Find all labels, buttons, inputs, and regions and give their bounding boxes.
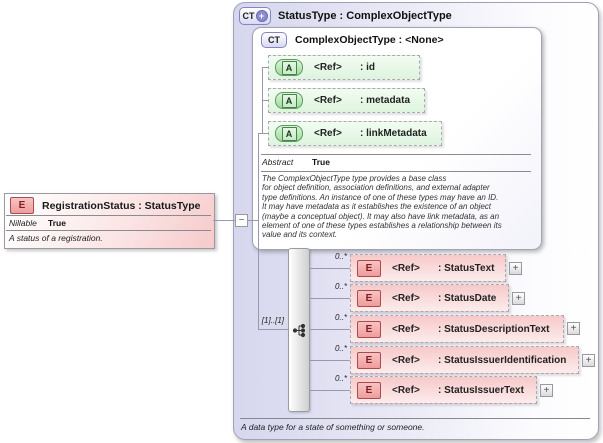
complex-type-icon: CT <box>261 32 287 48</box>
abstract-label: Abstract <box>262 157 294 167</box>
element-StatusDescriptionText[interactable]: E <Ref> : StatusDescriptionText <box>350 315 564 343</box>
attribute-ref: <Ref> <box>314 62 342 73</box>
attribute-linkMetadata[interactable]: A <Ref> : linkMetadata <box>268 121 442 146</box>
element-icon: E <box>357 320 381 338</box>
a-badge-label: A <box>281 93 297 108</box>
cardinality-label: 0..* <box>334 344 347 353</box>
attribute-name: : linkMetadata <box>360 128 427 139</box>
element-StatusText[interactable]: E <Ref> : StatusText <box>350 254 506 282</box>
connector-line <box>310 360 350 361</box>
nillable-value: True <box>48 218 66 228</box>
registrationstatus-description: A status of a registration. <box>9 233 103 243</box>
expand-button[interactable]: + <box>582 354 595 367</box>
sequence-cardinality: [1]..[1] <box>261 316 284 325</box>
attribute-icon: A <box>275 59 303 76</box>
attribute-icon: A <box>275 125 303 142</box>
base-type-description: The ComplexObjectType type provides a ba… <box>262 174 502 240</box>
connector-line <box>310 390 350 391</box>
connector-line <box>248 220 258 221</box>
attribute-name: : id <box>360 62 375 73</box>
collapse-button[interactable]: − <box>235 214 248 227</box>
element-StatusIssuerText[interactable]: E <Ref> : StatusIssuerText <box>350 376 537 404</box>
element-icon: E <box>357 259 381 277</box>
element-StatusIssuerIdentification[interactable]: E <Ref> : StatusIssuerIdentification <box>350 346 579 374</box>
element-name: : StatusDate <box>438 292 497 304</box>
attribute-name: : metadata <box>360 95 411 106</box>
element-ref: <Ref> <box>392 384 420 396</box>
expand-button[interactable]: + <box>540 384 553 397</box>
element-icon: E <box>357 351 381 369</box>
expand-button[interactable]: + <box>512 292 525 305</box>
element-ref: <Ref> <box>392 354 420 366</box>
connector-line <box>310 268 350 269</box>
attribute-ref: <Ref> <box>314 128 342 139</box>
registrationstatus-box[interactable] <box>4 193 215 249</box>
connector-line <box>213 220 235 221</box>
element-ref: <Ref> <box>392 292 420 304</box>
divider <box>240 418 590 419</box>
element-name: : StatusIssuerIdentification <box>438 354 567 366</box>
panel-title: StatusType : ComplexObjectType <box>278 10 452 22</box>
element-icon: E <box>10 197 34 214</box>
connector-line <box>258 329 288 330</box>
attribute-icon: A <box>275 92 303 109</box>
base-type-header: CT ComplexObjectType : <None> <box>261 32 444 48</box>
nillable-label: Nillable <box>9 218 37 228</box>
element-icon: E <box>357 289 381 307</box>
connector-line <box>258 133 259 330</box>
element-name: : StatusIssuerText <box>438 384 524 396</box>
attribute-ref: <Ref> <box>314 95 342 106</box>
ct-badge-label: CT <box>242 11 255 21</box>
expand-button[interactable]: + <box>509 262 522 275</box>
complex-type-plus-icon: CT+ <box>239 7 271 25</box>
connector-line <box>262 100 269 101</box>
cardinality-label: 0..* <box>334 313 347 322</box>
panel-footer: A data type for a state of something or … <box>241 422 425 432</box>
element-icon: E <box>357 381 381 399</box>
sequence-icon <box>292 323 305 337</box>
a-badge-label: A <box>281 126 297 141</box>
sequence-indicator[interactable] <box>288 248 310 412</box>
cardinality-label: 0..* <box>334 252 347 261</box>
expand-button[interactable]: + <box>567 322 580 335</box>
element-StatusDate[interactable]: E <Ref> : StatusDate <box>350 284 509 312</box>
cardinality-label: 0..* <box>334 374 347 383</box>
attribute-metadata[interactable]: A <Ref> : metadata <box>268 88 425 113</box>
element-ref: <Ref> <box>392 323 420 335</box>
connector-line <box>258 133 269 134</box>
connector-line <box>262 67 269 68</box>
divider <box>261 171 531 172</box>
connector-line <box>310 298 350 299</box>
divider <box>6 215 211 216</box>
divider <box>6 230 211 231</box>
registrationstatus-header: E RegistrationStatus : StatusType <box>10 197 201 214</box>
abstract-value: True <box>312 157 330 167</box>
connector-line <box>310 329 350 330</box>
statustype-panel-header: CT+ StatusType : ComplexObjectType <box>239 7 452 25</box>
base-type-title: ComplexObjectType : <None> <box>295 34 444 46</box>
attribute-id[interactable]: A <Ref> : id <box>268 55 420 80</box>
cardinality-label: 0..* <box>334 282 347 291</box>
element-ref: <Ref> <box>392 262 420 274</box>
registrationstatus-title: RegistrationStatus : StatusType <box>42 199 201 212</box>
plus-circle-icon: + <box>255 10 268 22</box>
element-name: : StatusText <box>438 262 495 274</box>
element-name: : StatusDescriptionText <box>438 323 550 335</box>
a-badge-label: A <box>281 60 297 75</box>
divider <box>261 154 531 155</box>
